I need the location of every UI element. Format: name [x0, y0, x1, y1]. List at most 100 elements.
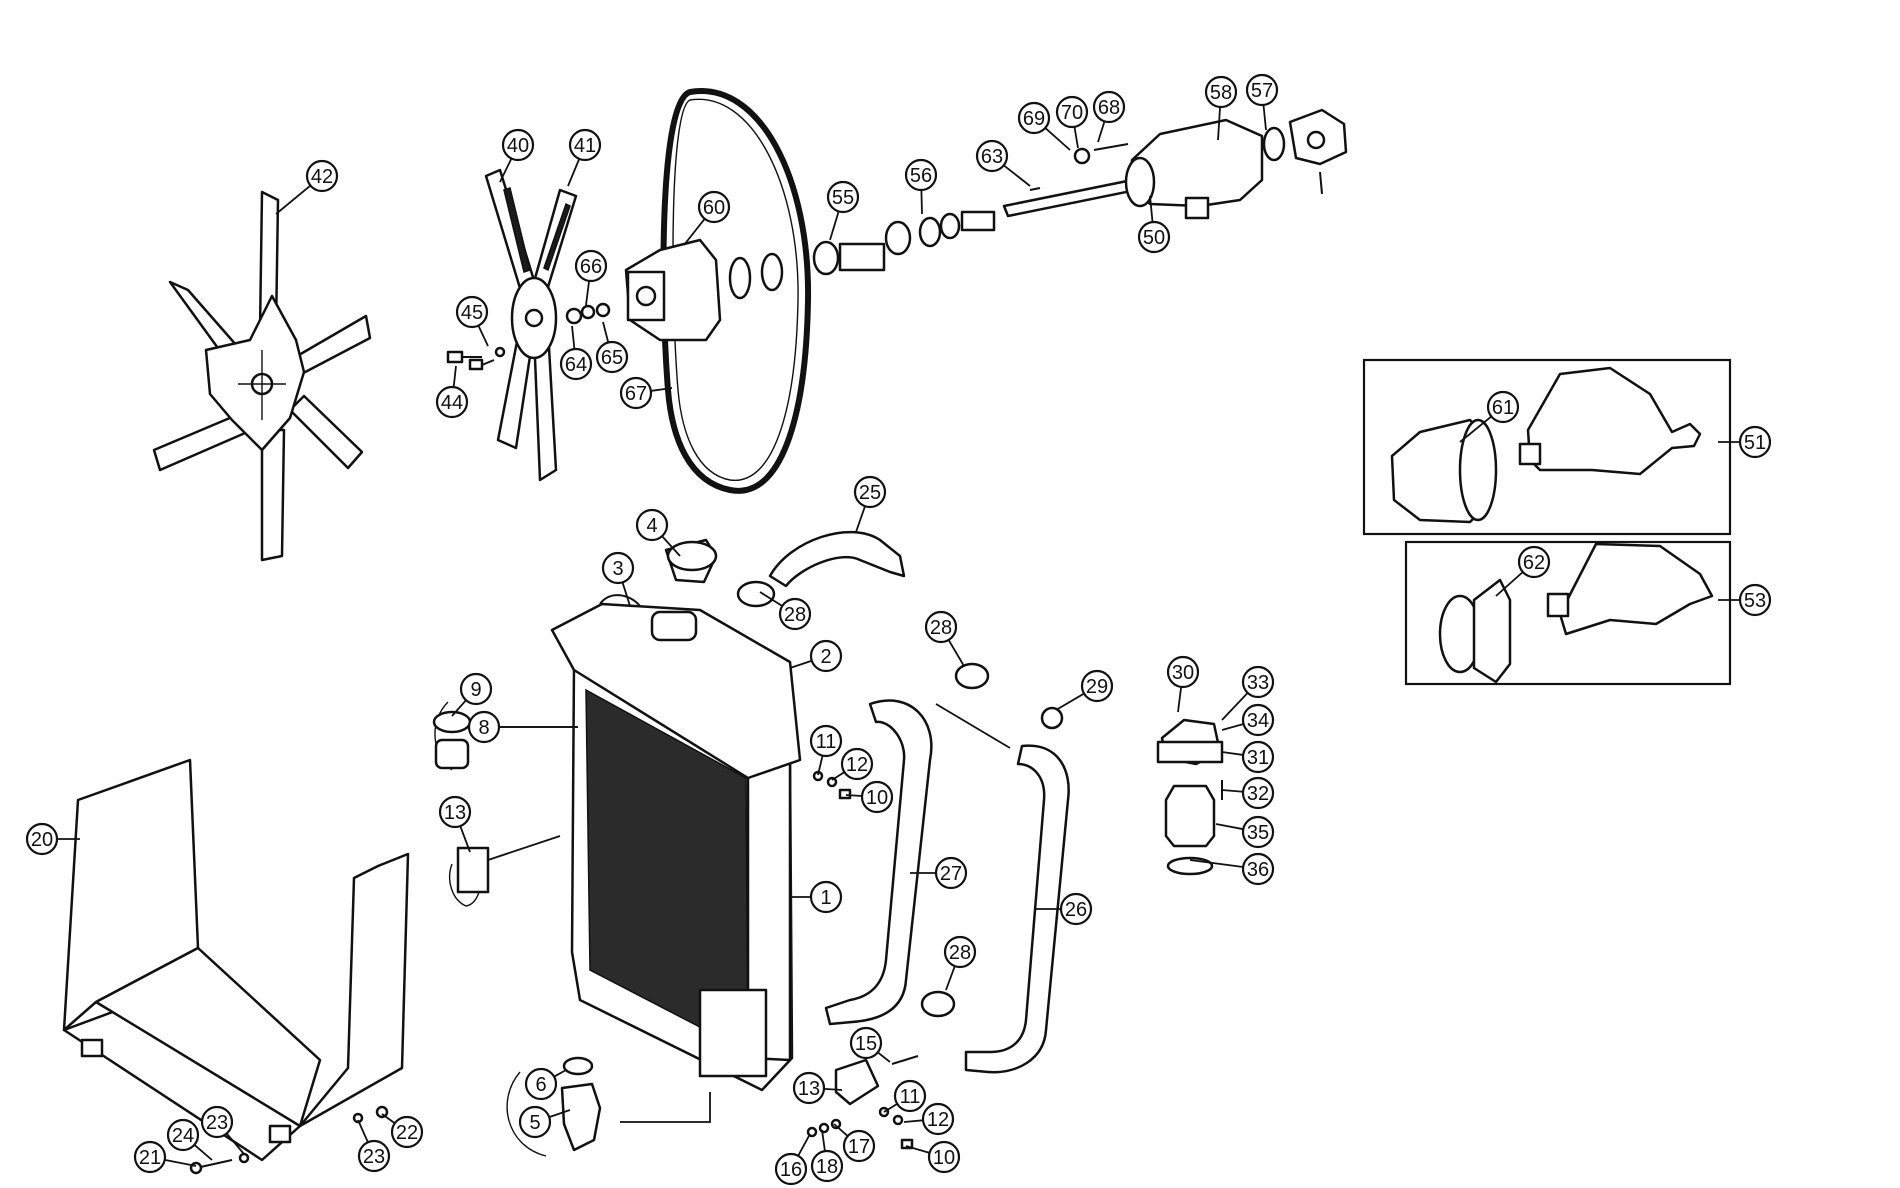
callout-c67: 67 [619, 376, 673, 410]
callout-circle [1137, 220, 1171, 254]
callout-number: 41 [574, 135, 596, 157]
callout-number: 11 [900, 1086, 921, 1108]
callout-circle [1166, 655, 1200, 689]
callout-c23a: 23 [200, 1105, 245, 1155]
callout-leader-line [823, 1088, 843, 1091]
callout-c28a: 28 [759, 591, 812, 631]
callout-c28b: 28 [924, 610, 965, 667]
callout-number: 60 [703, 197, 725, 219]
callout-circle [568, 128, 602, 162]
callout-circle [1241, 665, 1275, 699]
callout-number: 62 [1523, 552, 1545, 574]
part-fan-four-blade [484, 168, 578, 482]
callout-circle [1241, 703, 1275, 737]
callout-c60: 60 [683, 190, 731, 246]
callout-leader-line [164, 1158, 197, 1167]
callout-c25: 25 [853, 475, 887, 533]
part-hoses [768, 530, 1070, 1074]
callout-leader-line [1215, 823, 1244, 831]
callout-leader-line [1221, 723, 1244, 731]
callout-c70: 70 [1055, 95, 1089, 149]
callout-leader-line [548, 1109, 571, 1118]
callout-c28c: 28 [943, 935, 977, 991]
callout-number: 9 [470, 679, 481, 701]
part-header-tank-cap [599, 538, 718, 607]
callout-circle [601, 551, 635, 585]
callout-number: 32 [1247, 783, 1269, 805]
callout-circle [697, 190, 731, 224]
part-pump-assembly-53 [1404, 540, 1732, 686]
callout-circle [438, 795, 472, 829]
callout-circle [826, 180, 860, 214]
callout-number: 30 [1172, 662, 1194, 684]
callout-c45: 45 [455, 295, 489, 347]
part-washers [565, 302, 611, 325]
callout-leader-line [821, 1129, 826, 1152]
callout-circle [778, 597, 812, 631]
callout-number: 56 [910, 165, 932, 187]
callout-leader-line [459, 825, 471, 853]
callout-leader-line [1044, 127, 1071, 151]
part-hose-clips [736, 580, 990, 1018]
callout-circle [904, 158, 938, 192]
callout-c13b: 13 [792, 1071, 843, 1105]
callout-c2: 2 [789, 639, 843, 673]
callout-leader-line [903, 1119, 924, 1123]
callout-c12b: 12 [903, 1102, 955, 1136]
callout-number: 25 [859, 482, 881, 504]
callout-c15: 15 [849, 1026, 891, 1063]
callout-leader-line [1221, 751, 1244, 756]
callout-leader-line [571, 325, 576, 350]
callout-circle [200, 1105, 234, 1139]
callout-number: 22 [396, 1122, 418, 1144]
callout-c61: 61 [1459, 390, 1520, 443]
callout-leader-line [602, 321, 610, 343]
callout-circle [1055, 95, 1089, 129]
callout-number: 40 [507, 135, 529, 157]
callout-circle [1241, 852, 1275, 886]
part-radiator-mounting [432, 701, 472, 771]
callout-number: 27 [940, 863, 962, 885]
callout-circle [1738, 425, 1772, 459]
callout-circle [927, 1140, 961, 1174]
callout-number: 24 [172, 1125, 194, 1147]
callout-circle [893, 1079, 927, 1113]
callout-number: 64 [565, 354, 587, 376]
callout-c1: 1 [792, 880, 843, 914]
callout-circle [810, 1149, 844, 1183]
callout-c27: 27 [910, 856, 968, 890]
callout-circle [1204, 75, 1238, 109]
callout-leader-line [661, 535, 681, 557]
callout-number: 68 [1098, 97, 1120, 119]
callout-number: 65 [601, 347, 623, 369]
callout-circle [809, 639, 843, 673]
callout-number: 10 [866, 787, 888, 809]
callout-leader-line [451, 699, 467, 717]
callout-leader-line [193, 1144, 213, 1161]
callout-leader-line [1177, 686, 1183, 713]
callout-number: 55 [832, 187, 854, 209]
part-radiator-core [550, 602, 802, 1092]
callout-circle [943, 935, 977, 969]
callout-circle [1245, 73, 1279, 107]
callout-circle [1738, 583, 1772, 617]
callout-leader-line [1003, 164, 1031, 187]
callout-number: 8 [478, 717, 489, 739]
callout-c41: 41 [567, 128, 602, 187]
callout-c21: 21 [133, 1140, 197, 1174]
callout-c33: 33 [1221, 665, 1275, 721]
callout-number: 18 [816, 1156, 838, 1178]
callout-number: 35 [1247, 822, 1269, 844]
callout-c10b: 10 [905, 1140, 961, 1174]
callout-leader-line [1262, 104, 1267, 131]
callout-leader-line [797, 1133, 811, 1157]
callout-c57: 57 [1245, 73, 1279, 131]
callout-leader-line [381, 1113, 396, 1124]
callout-leader-line [275, 184, 312, 215]
part-fan-cowl [62, 758, 410, 1175]
part-drain-tap [506, 1056, 602, 1157]
callout-number: 15 [855, 1033, 877, 1055]
callout-c56: 56 [904, 158, 938, 215]
callout-number: 45 [461, 302, 483, 324]
callout-number: 57 [1251, 80, 1273, 102]
